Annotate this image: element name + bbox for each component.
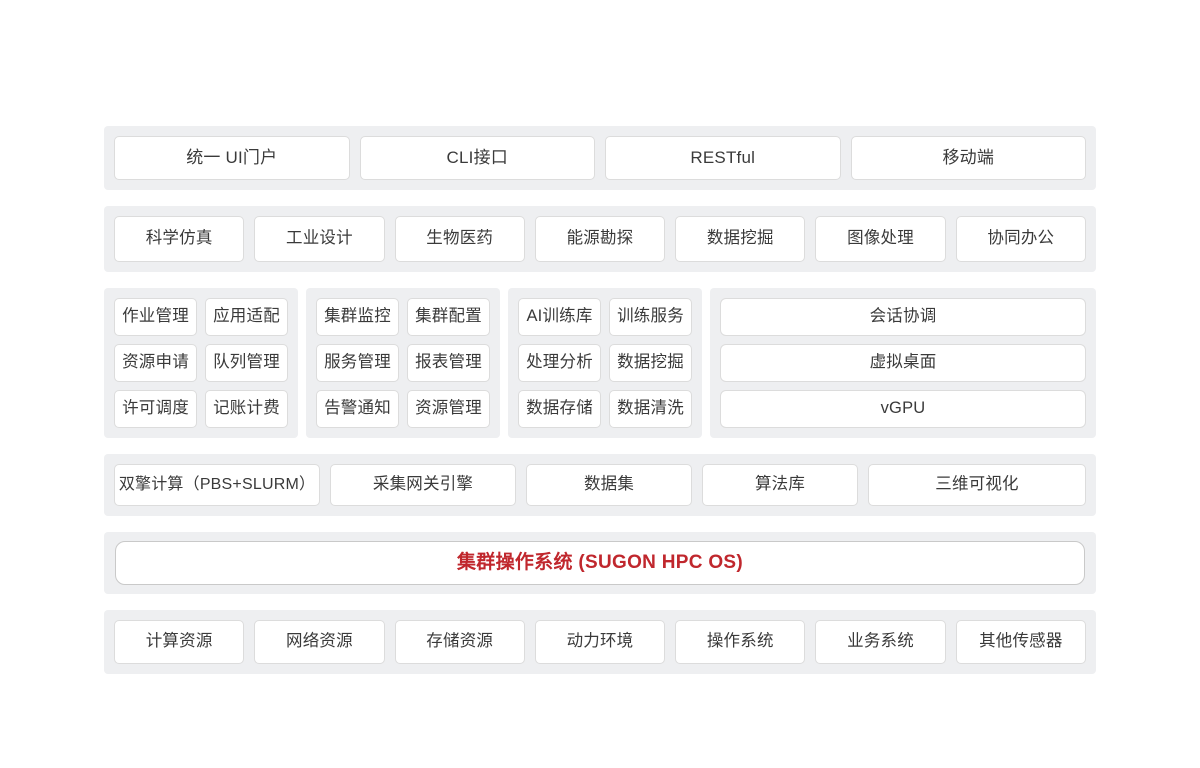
group-row: 数据存储 数据清洗 xyxy=(518,390,692,428)
service-card-accounting-billing[interactable]: 记账计费 xyxy=(205,390,288,428)
group-row: 告警通知 资源管理 xyxy=(316,390,490,428)
resource-card-compute[interactable]: 计算资源 xyxy=(114,620,245,664)
service-card-queue-management[interactable]: 队列管理 xyxy=(205,344,288,382)
access-layer-band: 统一 UI门户 CLI接口 RESTful 移动端 xyxy=(104,126,1096,190)
service-card-cluster-configuration[interactable]: 集群配置 xyxy=(407,298,490,336)
domain-card-simulation[interactable]: 科学仿真 xyxy=(114,216,245,262)
engine-card-3d-visualization[interactable]: 三维可视化 xyxy=(868,464,1086,506)
domain-card-image-processing[interactable]: 图像处理 xyxy=(815,216,946,262)
group-row: 服务管理 报表管理 xyxy=(316,344,490,382)
service-card-data-storage[interactable]: 数据存储 xyxy=(518,390,601,428)
resource-card-network[interactable]: 网络资源 xyxy=(254,620,385,664)
access-card-cli[interactable]: CLI接口 xyxy=(359,136,595,180)
group-row: AI训练库 训练服务 xyxy=(518,298,692,336)
group-row: 作业管理 应用适配 xyxy=(114,298,288,336)
service-card-data-mining[interactable]: 数据挖掘 xyxy=(609,344,692,382)
group-row: 资源申请 队列管理 xyxy=(114,344,288,382)
service-card-cluster-monitoring[interactable]: 集群监控 xyxy=(316,298,399,336)
service-card-training-service[interactable]: 训练服务 xyxy=(609,298,692,336)
domain-card-data-mining[interactable]: 数据挖掘 xyxy=(675,216,806,262)
service-card-resource-management[interactable]: 资源管理 xyxy=(407,390,490,428)
service-card-virtual-desktop[interactable]: 虚拟桌面 xyxy=(720,344,1086,382)
service-card-alarm-notification[interactable]: 告警通知 xyxy=(316,390,399,428)
service-card-ai-training-library[interactable]: AI训练库 xyxy=(518,298,601,336)
session-desktop-group: 会话协调 虚拟桌面 vGPU xyxy=(710,288,1096,438)
access-card-ui-portal[interactable]: 统一 UI门户 xyxy=(114,136,350,180)
group-row: 许可调度 记账计费 xyxy=(114,390,288,428)
physical-resource-band: 计算资源 网络资源 存储资源 动力环境 操作系统 业务系统 其他传感器 xyxy=(104,610,1096,674)
access-card-mobile[interactable]: 移动端 xyxy=(850,136,1086,180)
resource-card-storage[interactable]: 存储资源 xyxy=(394,620,525,664)
service-card-report-management[interactable]: 报表管理 xyxy=(407,344,490,382)
domain-card-energy-exploration[interactable]: 能源勘探 xyxy=(534,216,666,262)
cluster-ops-group: 集群监控 集群配置 服务管理 报表管理 告警通知 资源管理 xyxy=(306,288,500,438)
access-card-restful[interactable]: RESTful xyxy=(605,136,841,180)
resource-card-power-environment[interactable]: 动力环境 xyxy=(534,620,666,664)
domain-card-industrial-design[interactable]: 工业设计 xyxy=(254,216,385,262)
engine-card-algorithm-library[interactable]: 算法库 xyxy=(702,464,858,506)
resource-card-business-system[interactable]: 业务系统 xyxy=(815,620,946,664)
group-row: 处理分析 数据挖掘 xyxy=(518,344,692,382)
service-card-resource-request[interactable]: 资源申请 xyxy=(114,344,197,382)
service-card-service-management[interactable]: 服务管理 xyxy=(316,344,399,382)
job-resource-group: 作业管理 应用适配 资源申请 队列管理 许可调度 记账计费 xyxy=(104,288,298,438)
cluster-os-band: 集群操作系统 (SUGON HPC OS) xyxy=(104,532,1096,594)
domain-card-collaboration[interactable]: 协同办公 xyxy=(955,216,1086,262)
service-card-session-coordination[interactable]: 会话协调 xyxy=(720,298,1086,336)
service-card-data-cleaning[interactable]: 数据清洗 xyxy=(609,390,692,428)
application-domain-band: 科学仿真 工业设计 生物医药 能源勘探 数据挖掘 图像处理 协同办公 xyxy=(104,206,1096,272)
architecture-diagram: 统一 UI门户 CLI接口 RESTful 移动端 科学仿真 工业设计 生物医药… xyxy=(104,126,1096,674)
group-row: 集群监控 集群配置 xyxy=(316,298,490,336)
engine-asset-band: 双擎计算（PBS+SLURM） 采集网关引擎 数据集 算法库 三维可视化 xyxy=(104,454,1096,516)
service-card-processing-analysis[interactable]: 处理分析 xyxy=(518,344,601,382)
ai-data-group: AI训练库 训练服务 处理分析 数据挖掘 数据存储 数据清洗 xyxy=(508,288,702,438)
cluster-os-card[interactable]: 集群操作系统 (SUGON HPC OS) xyxy=(115,541,1085,585)
functional-service-band: 作业管理 应用适配 资源申请 队列管理 许可调度 记账计费 集群监控 集群配置 … xyxy=(104,288,1096,438)
resource-card-operating-system[interactable]: 操作系统 xyxy=(675,620,806,664)
service-card-vgpu[interactable]: vGPU xyxy=(720,390,1086,428)
engine-card-dual-engine-computing[interactable]: 双擎计算（PBS+SLURM） xyxy=(114,464,320,506)
service-card-job-management[interactable]: 作业管理 xyxy=(114,298,197,336)
service-card-app-adaptation[interactable]: 应用适配 xyxy=(205,298,288,336)
service-card-license-scheduling[interactable]: 许可调度 xyxy=(114,390,197,428)
engine-card-collection-gateway[interactable]: 采集网关引擎 xyxy=(330,464,516,506)
domain-card-biomedicine[interactable]: 生物医药 xyxy=(394,216,525,262)
engine-card-dataset[interactable]: 数据集 xyxy=(526,464,692,506)
resource-card-other-sensors[interactable]: 其他传感器 xyxy=(955,620,1086,664)
